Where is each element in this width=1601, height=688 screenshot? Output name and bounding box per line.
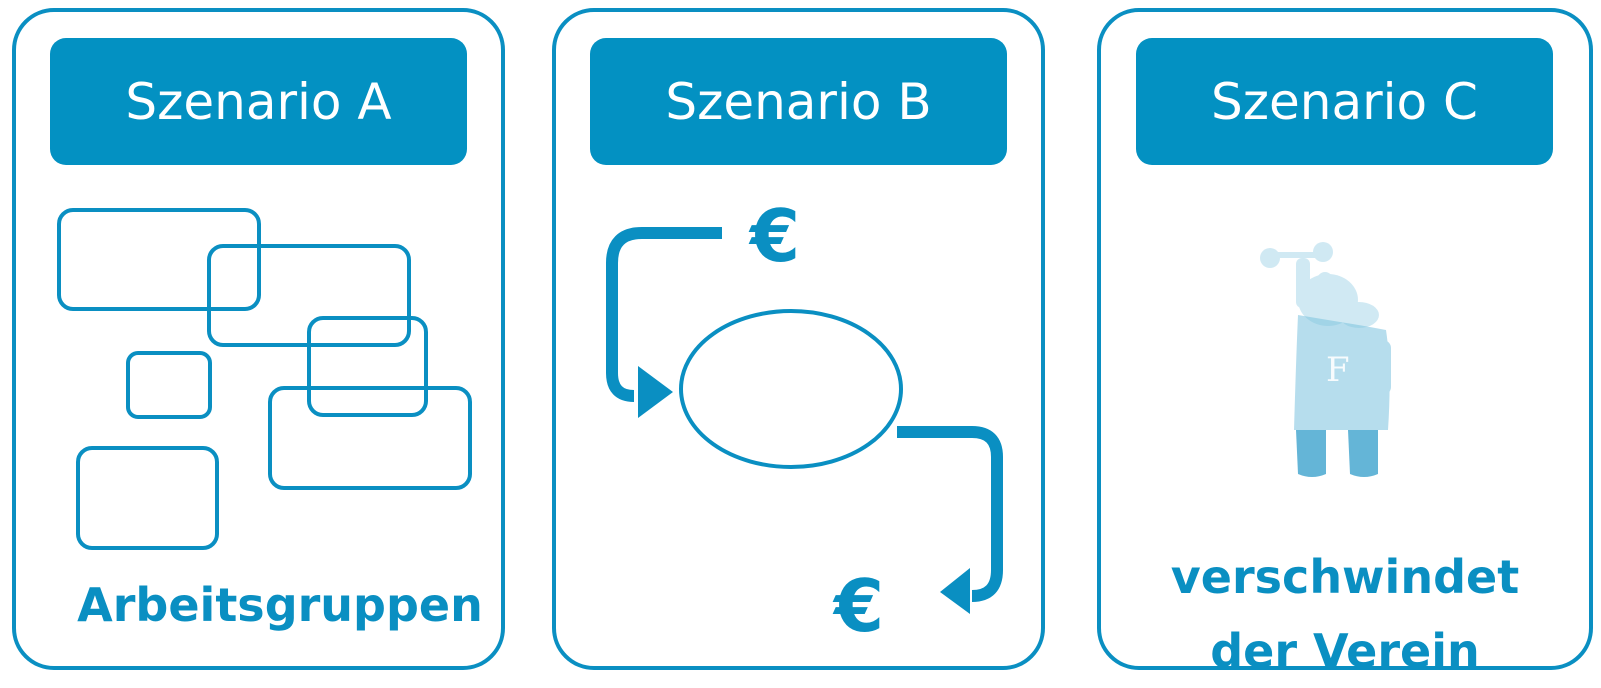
group-box	[307, 316, 428, 417]
euro-incoming-label: €	[750, 194, 801, 278]
euro-outgoing-label: €	[834, 564, 885, 648]
scenario-a-caption: Arbeitsgruppen	[77, 578, 483, 632]
mascot-letter: F	[1326, 350, 1350, 390]
scenario-c-caption-line2: der Verein	[1210, 624, 1480, 678]
group-box	[57, 208, 261, 311]
scenario-c-header: Szenario C	[1136, 38, 1553, 165]
group-box	[76, 446, 219, 550]
group-box	[126, 351, 212, 419]
scenario-b-title: Szenario B	[665, 72, 932, 131]
scenario-a-header: Szenario A	[50, 38, 467, 165]
scenario-c-caption: verschwindet der Verein	[1110, 540, 1580, 688]
organization-circle	[679, 309, 903, 469]
scenario-c-title: Szenario C	[1211, 72, 1478, 131]
incoming-arrowhead	[638, 366, 673, 418]
outgoing-arrow	[897, 426, 1003, 602]
outgoing-arrowhead	[940, 568, 970, 614]
scenario-c-caption-line1: verschwindet	[1170, 550, 1520, 604]
scenario-b-header: Szenario B	[590, 38, 1007, 165]
incoming-arrow	[606, 227, 722, 402]
group-box	[268, 386, 472, 490]
scenario-a-title: Szenario A	[125, 72, 392, 131]
